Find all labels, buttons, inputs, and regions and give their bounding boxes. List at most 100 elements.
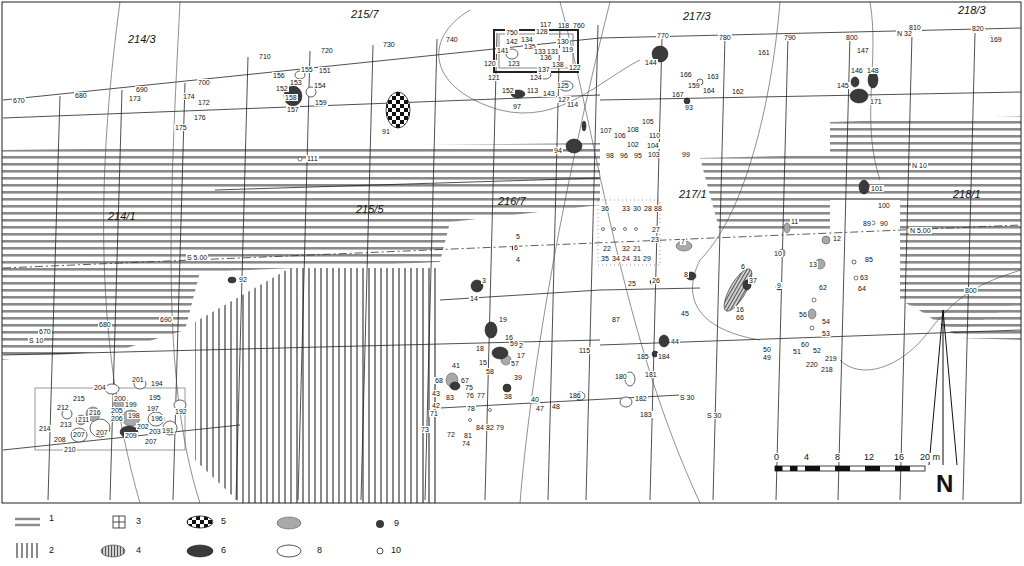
feature-number: 148 bbox=[866, 67, 880, 74]
coordinate-label: 790 bbox=[783, 34, 797, 41]
feature-number: 31 bbox=[632, 255, 642, 262]
feature-number: 154 bbox=[313, 82, 327, 89]
coordinate-label: N 10 bbox=[911, 162, 928, 169]
feature-number: 143 bbox=[542, 90, 556, 97]
feature-number: 81 bbox=[463, 432, 473, 439]
feature-number: 82 bbox=[485, 424, 495, 431]
feature-number: 207 bbox=[95, 429, 109, 436]
feature-number: 9 bbox=[776, 282, 782, 289]
feature-number: 19 bbox=[498, 316, 508, 323]
feature-number: 211 bbox=[77, 416, 90, 423]
feature-number: 90 bbox=[879, 220, 889, 227]
feature-number: 121 bbox=[487, 74, 501, 81]
feature-number: 18 bbox=[475, 345, 485, 352]
coordinate-label: 680 bbox=[98, 321, 112, 328]
feature-number: 88 bbox=[653, 205, 663, 212]
feature-number: 22 bbox=[602, 245, 612, 252]
feature-number: 73 bbox=[420, 426, 430, 433]
feature-number: 95 bbox=[633, 152, 643, 159]
feature-number: 157 bbox=[286, 106, 300, 113]
feature-number: 99 bbox=[681, 151, 691, 158]
coordinate-label: 800 bbox=[964, 287, 978, 294]
feature-number: 105 bbox=[641, 118, 655, 125]
feature-number: 48 bbox=[551, 403, 561, 410]
feature-number: 2 bbox=[518, 342, 524, 349]
feature-number: 91 bbox=[381, 128, 391, 135]
feature-number: 138 bbox=[551, 61, 565, 68]
feature-number: 186 bbox=[568, 392, 582, 399]
feature-number: 97 bbox=[512, 103, 522, 110]
coordinate-label: 730 bbox=[382, 41, 396, 48]
feature-number: 147 bbox=[856, 47, 870, 54]
feature-number: 216 bbox=[88, 409, 102, 416]
feature-number: 5 bbox=[515, 233, 521, 240]
grid-square-label: 215/5 bbox=[355, 204, 385, 215]
feature-number: 111 bbox=[306, 155, 319, 162]
feature-number: 29 bbox=[642, 255, 652, 262]
feature-number: 185 bbox=[636, 353, 650, 360]
feature-number: 108 bbox=[626, 126, 640, 133]
feature-number: 213 bbox=[59, 421, 73, 428]
feature-number: 71 bbox=[429, 410, 439, 417]
scale-label: 4 bbox=[803, 453, 810, 462]
coordinate-label: 760 bbox=[572, 22, 586, 29]
feature-number: 101 bbox=[870, 185, 884, 192]
feature-number: 66 bbox=[735, 314, 745, 321]
legend-samples bbox=[15, 516, 384, 558]
feature-number: 151 bbox=[318, 67, 332, 74]
scale-label: 12 bbox=[863, 453, 875, 462]
feature-number: 136 bbox=[539, 54, 553, 61]
feature-number: 84 bbox=[475, 424, 485, 431]
feature-number: 155 bbox=[300, 66, 314, 73]
feature-number: 192 bbox=[174, 408, 188, 415]
coordinate-label: 690 bbox=[159, 316, 173, 323]
feature-number: 161 bbox=[757, 49, 771, 56]
feature-number: 175 bbox=[174, 124, 188, 131]
feature-number: 176 bbox=[193, 114, 207, 121]
feature-number: 26 bbox=[651, 277, 661, 284]
feature-number: 6 bbox=[513, 244, 519, 251]
legend-text: 5 bbox=[220, 517, 227, 526]
feature-number: 166 bbox=[679, 71, 693, 78]
feature-number: 114 bbox=[566, 101, 579, 108]
feature-number: 12 bbox=[832, 235, 842, 242]
coordinate-label: 800 bbox=[845, 34, 859, 41]
feature-number: 102 bbox=[626, 141, 640, 148]
grid-square-label: 217/1 bbox=[678, 189, 708, 200]
feature-number: 119 bbox=[561, 46, 574, 53]
feature-number: 158 bbox=[284, 94, 298, 101]
feature-number: 122 bbox=[568, 64, 582, 71]
feature-number: 27 bbox=[651, 226, 661, 233]
feature-number: 39 bbox=[513, 374, 523, 381]
feature-number: 62 bbox=[818, 284, 828, 291]
feature-number: 42 bbox=[431, 402, 441, 409]
feature-number: 83 bbox=[445, 394, 455, 401]
feature-number: 33 bbox=[621, 205, 631, 212]
feature-number: 159 bbox=[687, 82, 701, 89]
scale-label: 16 bbox=[893, 453, 905, 462]
feature-number: 130 bbox=[556, 38, 570, 45]
feature-number: 205 bbox=[110, 407, 124, 414]
grid-square-label: 216/7 bbox=[497, 196, 527, 207]
feature-number: 16 bbox=[735, 306, 745, 313]
feature-number: 197 bbox=[146, 405, 160, 412]
feature-number: 53 bbox=[821, 330, 831, 337]
feature-number: 74 bbox=[461, 440, 471, 447]
scale-bar bbox=[775, 466, 925, 471]
feature-number: 214 bbox=[38, 425, 52, 432]
feature-number: 163 bbox=[706, 73, 720, 80]
feature-number: 34 bbox=[611, 255, 621, 262]
feature-number: 37 bbox=[748, 277, 758, 284]
feature-number: 92 bbox=[238, 276, 248, 283]
feature-number: 118 bbox=[557, 22, 570, 29]
feature-number: 207 bbox=[72, 431, 86, 438]
grid-square-label: 214/1 bbox=[107, 211, 137, 222]
feature-number: 171 bbox=[869, 98, 883, 105]
coordinate-label: S 5.00 bbox=[186, 254, 208, 261]
feature-number: 206 bbox=[110, 415, 124, 422]
feature-number: 162 bbox=[731, 88, 745, 95]
feature-number: 67 bbox=[460, 377, 470, 384]
feature-number: 17 bbox=[516, 352, 526, 359]
